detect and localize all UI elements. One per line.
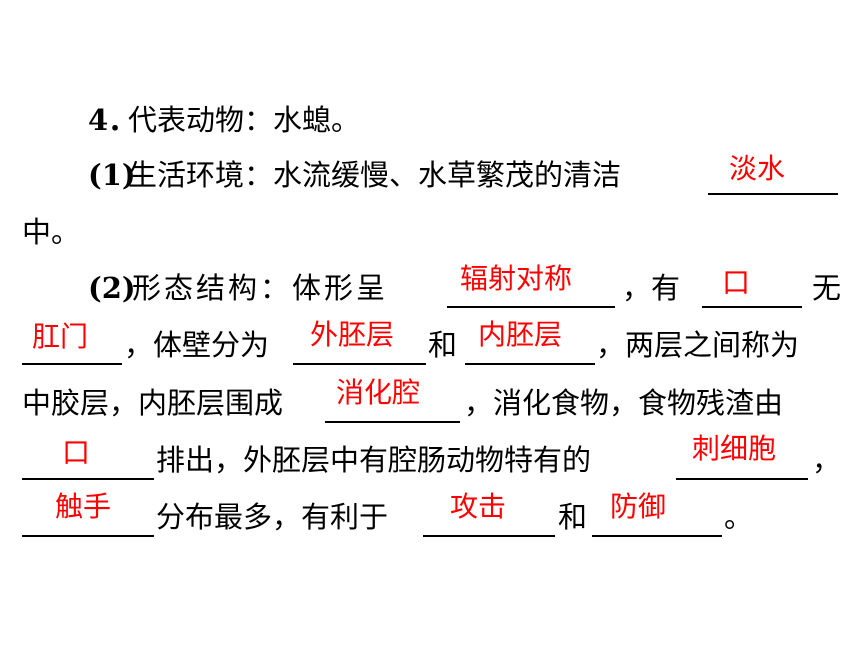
p2-seg9: 排出，外胚层中有腔肠动物特有的	[156, 443, 592, 477]
p1-label: (1)	[88, 158, 136, 192]
blank-cavity	[325, 383, 460, 423]
answer-ectoderm: 外胚层	[310, 318, 395, 351]
p2-seg12: 和	[558, 500, 588, 534]
p2-seg2: ，有	[622, 271, 681, 305]
blank-mouth	[702, 268, 802, 308]
blank-anus	[22, 325, 122, 365]
p2-seg8: ，消化食物，食物残渣由	[464, 386, 784, 420]
answer-tentacle: 触手	[55, 490, 112, 523]
blank-tentacle	[22, 497, 154, 537]
p1-answer: 淡水	[729, 152, 786, 185]
blank-ectoderm	[293, 325, 426, 365]
blank-symmetry	[447, 268, 615, 308]
answer-mouth: 口	[722, 266, 751, 299]
blank-defense	[592, 497, 722, 537]
p1-text-after: 中。	[22, 215, 81, 249]
answer-defense: 防御	[610, 490, 667, 523]
p2-seg1: 形态结构：体形呈	[132, 271, 389, 305]
blank-attack	[423, 497, 555, 537]
p2-seg10: ，	[812, 443, 842, 477]
p2-label: (2)	[88, 271, 136, 305]
heading-number: 4．	[88, 103, 138, 137]
p2-seg4: ，体壁分为	[124, 328, 270, 362]
p2-seg11: 分布最多，有利于	[156, 500, 389, 534]
answer-cnidocyte: 刺细胞	[692, 432, 777, 465]
p2-seg6: ，两层之间称为	[596, 328, 800, 362]
answer-mouth-2: 口	[62, 436, 91, 469]
blank-cnidocyte	[676, 440, 808, 480]
p2-seg7: 中胶层，内胚层围成	[22, 386, 284, 420]
answer-endoderm: 内胚层	[478, 318, 563, 351]
p1-text: 生活环境：水流缓慢、水草繁茂的清洁	[128, 158, 622, 192]
answer-attack: 攻击	[450, 490, 507, 523]
p2-seg5: 和	[428, 328, 458, 362]
answer-cavity: 消化腔	[336, 376, 421, 409]
p2-seg3: 无	[812, 271, 842, 305]
p1-blank	[708, 155, 838, 195]
p2-seg13: 。	[724, 500, 754, 534]
answer-anus: 肛门	[32, 320, 89, 353]
blank-mouth-2	[22, 440, 154, 480]
answer-symmetry: 辐射对称	[460, 262, 573, 295]
blank-endoderm	[465, 325, 595, 365]
heading-text: 代表动物：水螅。	[128, 103, 361, 137]
